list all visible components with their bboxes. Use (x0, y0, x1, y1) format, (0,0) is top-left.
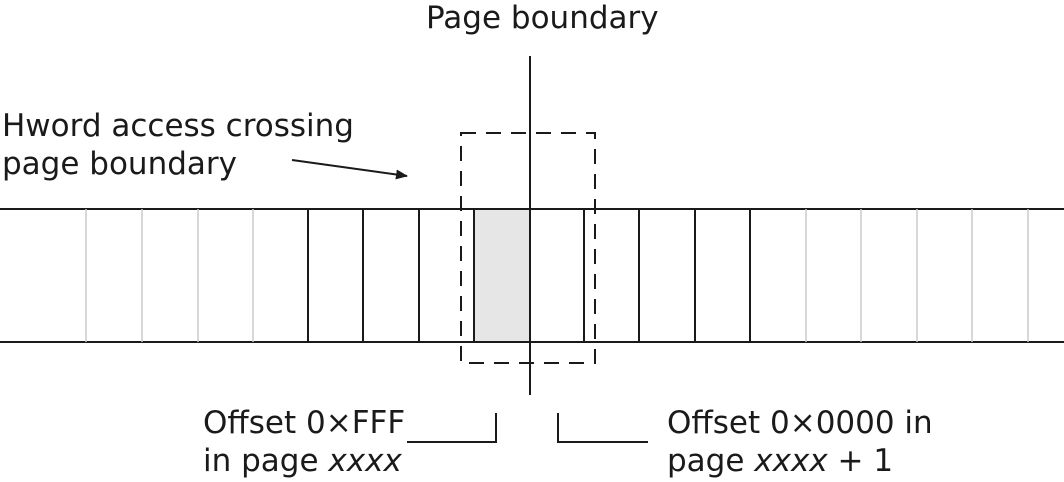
byte-dividers (307, 209, 751, 342)
left-offset-page-var: xxxx (328, 443, 402, 479)
right-offset-prefix: page (667, 443, 755, 479)
access-arrow (291, 159, 408, 180)
left-offset-label-line2: in page xxxx (203, 442, 405, 480)
hword-access-label-line1: Hword access crossing (2, 108, 354, 144)
hword-access-label-line2: page boundary (2, 146, 237, 182)
left-offset-label-line1: Offset 0×FFF (203, 405, 406, 441)
left-offset-label: Offset 0×FFF in page xxxx (203, 404, 405, 480)
right-offset-page-var: xxxx (754, 443, 828, 479)
right-offset-label-line1: Offset 0×0000 in (667, 405, 933, 441)
highlighted-byte-cell (474, 209, 530, 342)
right-offset-label-line2: page xxxx + 1 (667, 442, 933, 480)
left-offset-prefix: in page (203, 443, 329, 479)
hword-access-dashed-box (460, 132, 596, 364)
right-offset-label: Offset 0×0000 in page xxxx + 1 (667, 404, 933, 480)
hword-access-label: Hword access crossing page boundary (2, 107, 354, 183)
faded-byte-dividers-right (805, 209, 1029, 342)
faded-byte-dividers-left (85, 209, 254, 342)
left-offset-leader (407, 413, 497, 443)
right-offset-suffix: + 1 (827, 443, 894, 479)
page-boundary-label: Page boundary (426, 0, 659, 36)
right-offset-leader (557, 413, 648, 443)
